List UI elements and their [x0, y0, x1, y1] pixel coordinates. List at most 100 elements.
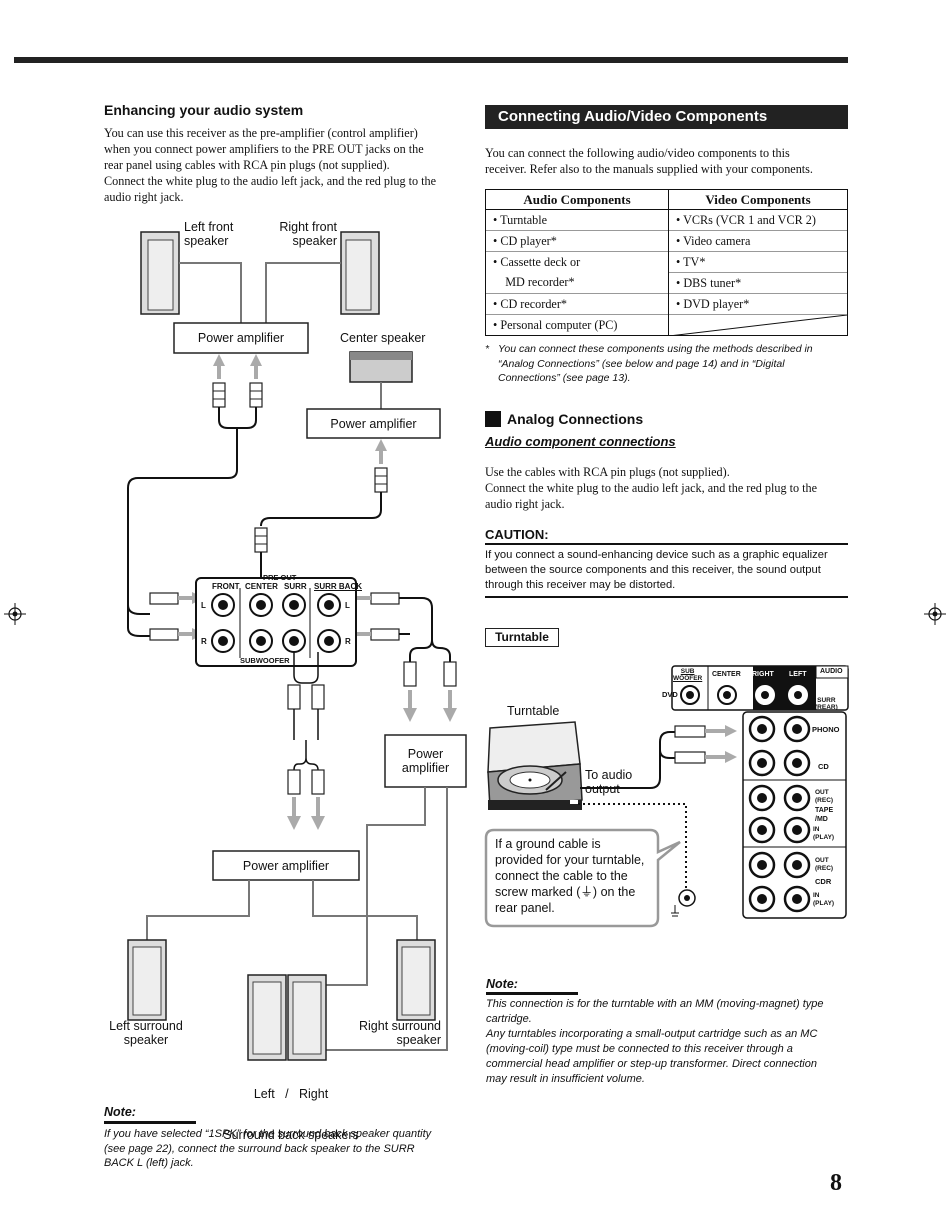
caution-line: through this receiver may be distorted. — [485, 579, 676, 591]
label-line: TAPE — [815, 807, 834, 814]
ground-cable-text: If a ground cable is provided for your t… — [495, 836, 644, 916]
table-cell: • TV* — [668, 251, 848, 273]
surround-back-label: Left / Right Surround back speakers — [200, 1061, 382, 1156]
label-line: (REC) — [815, 864, 834, 872]
right-front-speaker-icon — [340, 231, 380, 315]
note-line: commercial head amplifier or step-up tra… — [486, 1058, 817, 1070]
subwoofer-label: SUBWOOFER — [240, 656, 290, 665]
phono-label: PHONO — [812, 725, 840, 734]
left-front-label: Left front speaker — [184, 220, 233, 248]
cd-label: CD — [818, 762, 829, 771]
center-speaker-label: Center speaker — [340, 331, 426, 345]
power-amplifier-box — [212, 850, 360, 881]
table-cell: • Turntable — [485, 209, 669, 231]
left-intro-line: Connect the white plug to the audio left… — [104, 174, 437, 188]
label-line: SURR — [817, 697, 836, 704]
dvd-label: DVD — [662, 690, 678, 699]
components-table: Audio Components Video Components • Turn… — [485, 189, 848, 336]
ground-line: If a ground cable is — [495, 837, 601, 851]
left-intro-line: audio right jack. — [104, 190, 184, 204]
left-front-speaker-icon — [140, 231, 180, 315]
label-line: speaker — [123, 1032, 169, 1047]
left-intro: You can use this receiver as the pre-amp… — [104, 125, 466, 205]
label-line: Surround back speakers — [223, 1127, 359, 1142]
table-footnote: * You can connect these components using… — [485, 342, 835, 386]
tape-md-label: TAPE /MD — [815, 806, 833, 824]
footnote-star: * — [485, 343, 490, 355]
left-intro-line: You can use this receiver as the pre-amp… — [104, 126, 418, 140]
tape-in-label: IN (PLAY) — [813, 826, 834, 841]
surround-back-speakers-icon — [247, 974, 327, 1061]
label-line: speaker — [184, 234, 229, 248]
sub-woofer-label: SUB WOOFER — [673, 668, 702, 682]
label-line: (REAR) — [815, 704, 838, 711]
turntable-section-label: Turntable — [485, 628, 559, 647]
left-jack-label: LEFT — [789, 671, 807, 678]
table-cell: • Video camera — [668, 230, 848, 252]
center-jack-label: CENTER — [712, 671, 741, 678]
table-cell: • VCRs (VCR 1 and VCR 2) — [668, 209, 848, 231]
center-label: CENTER — [245, 582, 278, 591]
table-cell: MD recorder* — [485, 272, 669, 294]
right-surround-speaker-icon — [396, 939, 436, 1021]
use-line: audio right jack. — [485, 497, 565, 511]
caution-line: between the source components and this r… — [485, 564, 821, 576]
note-line: If you have selected “1SPK” for the surr… — [104, 1128, 432, 1140]
label-line: Right surround — [359, 1019, 441, 1033]
jack-l-label: L — [345, 601, 350, 610]
note-line: may result in insufficient volume. — [486, 1073, 645, 1085]
label-line: IN — [813, 826, 820, 833]
analog-connections-heading: Analog Connections — [507, 411, 644, 427]
power-amplifier-label: Power amplifier — [330, 417, 417, 431]
right-intro: You can connect the following audio/vide… — [485, 145, 848, 177]
label-line: To audio — [585, 768, 633, 782]
power-amplifier-label: Power amplifier — [197, 331, 285, 345]
section-banner: Connecting Audio/Video Components — [485, 105, 848, 129]
front-label: FRONT — [212, 582, 240, 591]
cdr-out-label: OUT (REC) — [815, 857, 833, 872]
note-line: BACK L (left) jack. — [104, 1157, 194, 1169]
ground-line: provided for your turntable, — [495, 853, 645, 867]
right-surround-label: Right surround speaker — [345, 1019, 441, 1047]
table-row: • CD recorder* • DVD player* — [485, 293, 848, 315]
label-line: /MD — [815, 816, 828, 823]
turntable-icon — [487, 721, 583, 810]
table-cell-empty — [668, 314, 848, 336]
jack-r-label: R — [345, 637, 351, 646]
label-line: WOOFER — [673, 675, 703, 682]
left-note-text: If you have selected “1SPK” for the surr… — [104, 1127, 460, 1171]
caution-heading: CAUTION: — [485, 527, 549, 542]
table-cell: • DBS tuner* — [668, 272, 848, 294]
label-line: Left surround — [109, 1019, 183, 1033]
note-line: This connection is for the turntable wit… — [486, 998, 824, 1010]
right-front-label: Right front speaker — [270, 220, 337, 248]
left-surround-label: Left surround speaker — [100, 1019, 192, 1047]
table-cell: • Cassette deck or — [485, 251, 669, 273]
label-line: Left / Right — [253, 1087, 329, 1101]
label-line: OUT — [815, 857, 829, 864]
label-line: Left front — [184, 220, 234, 234]
label-line: speaker — [396, 1032, 441, 1047]
registration-mark-icon — [924, 603, 946, 625]
table-cell: • DVD player* — [668, 293, 848, 315]
left-note-heading: Note: — [104, 1105, 136, 1119]
pre-out-label: PRE OUT — [263, 573, 297, 582]
left-intro-line: when you connect power amplifiers to the… — [104, 142, 424, 156]
registration-mark-icon — [4, 603, 26, 625]
power-amplifier-box — [173, 322, 309, 354]
surr-back-label: SURR BACK — [314, 582, 362, 591]
page-number: 8 — [830, 1170, 842, 1196]
label-line: output — [585, 782, 620, 796]
right-note-text: This connection is for the turntable wit… — [486, 997, 848, 1087]
table-header: Video Components — [668, 189, 848, 210]
audio-label: AUDIO — [820, 668, 843, 675]
use-cables-text: Use the cables with RCA pin plugs (not s… — [485, 464, 848, 512]
note-rule — [104, 1121, 196, 1124]
ground-callout — [484, 828, 681, 928]
pre-out-panel — [195, 577, 357, 667]
label-line: (PLAY) — [813, 899, 835, 907]
left-surround-speaker-icon — [127, 939, 167, 1021]
caution-line: If you connect a sound-enhancing device … — [485, 549, 828, 561]
power-amplifier-label: Power amplifier — [385, 747, 466, 775]
tape-out-label: OUT (REC) — [815, 789, 833, 804]
